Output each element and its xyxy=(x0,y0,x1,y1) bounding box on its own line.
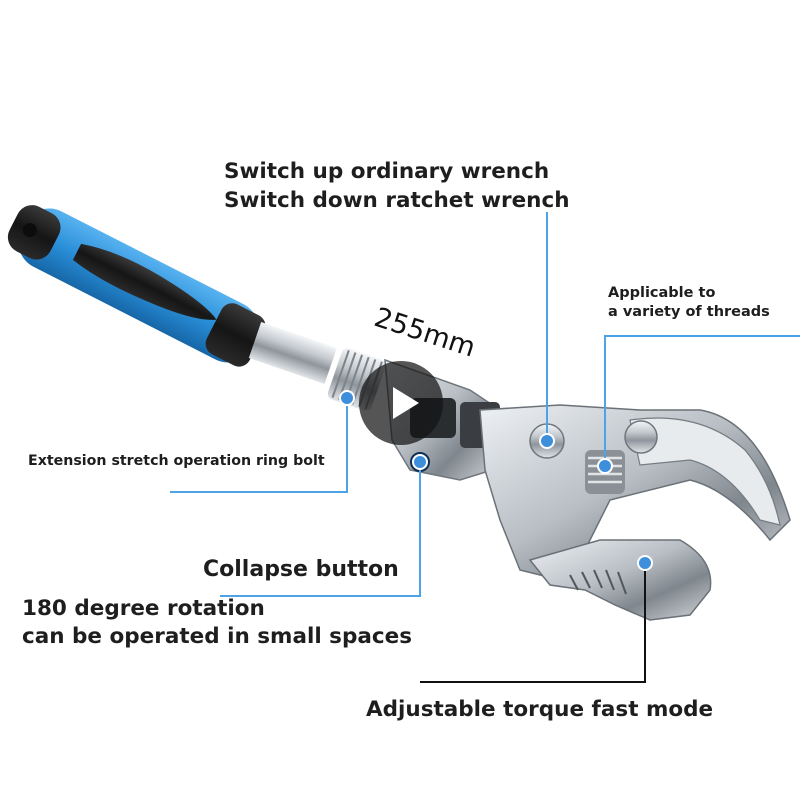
threads-line-2: a variety of threads xyxy=(608,304,770,320)
callout-lines xyxy=(170,212,800,683)
extension-label: Extension stretch operation ring bolt xyxy=(28,453,325,469)
extension-shaft xyxy=(248,322,337,385)
rotation-line-1: 180 degree rotation xyxy=(22,596,265,621)
collapse-label: Collapse button xyxy=(203,557,399,582)
switch-mode-line-2: Switch down ratchet wrench xyxy=(224,188,570,213)
callout-line-extension xyxy=(170,398,348,493)
callout-line-collapse xyxy=(220,462,421,597)
callout-line-threads xyxy=(604,335,800,466)
callout-line-torque xyxy=(420,563,646,683)
callout-dots xyxy=(339,390,653,571)
rubber-grip xyxy=(72,243,217,320)
switch-mode-label: Switch up ordinary wrench Switch down ra… xyxy=(224,157,570,215)
video-play-button[interactable] xyxy=(359,361,443,445)
threads-line-1: Applicable to xyxy=(608,285,716,301)
rotation-line-2: can be operated in small spaces xyxy=(22,624,413,649)
wrench-handle xyxy=(7,205,266,367)
hang-hole xyxy=(22,223,37,238)
threads-label: Applicable to a variety of threads xyxy=(608,284,770,322)
wrench-head xyxy=(384,358,791,621)
rotation-label: 180 degree rotation can be operated in s… xyxy=(22,595,412,651)
torque-label: Adjustable torque fast mode xyxy=(366,697,714,722)
play-icon xyxy=(393,387,419,419)
switch-mode-line-1: Switch up ordinary wrench xyxy=(224,159,550,184)
